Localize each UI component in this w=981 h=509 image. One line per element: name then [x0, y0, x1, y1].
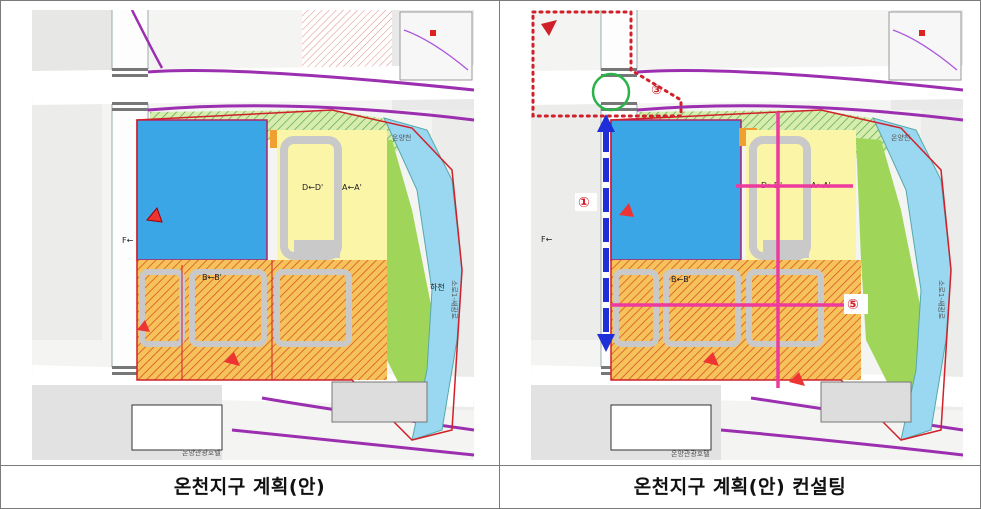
label-f-section-right: F←	[541, 235, 553, 244]
consult-area-3-outline	[531, 10, 683, 118]
label-road-side: 소로1-새광로	[450, 280, 459, 320]
stream-label: 하천	[430, 282, 445, 292]
label-park-top: 온양천	[392, 133, 411, 142]
consult-intersection-circle	[591, 72, 631, 112]
caption-divider	[0, 465, 981, 466]
marker-1: ①	[578, 195, 590, 211]
arrow-down-icon	[597, 334, 615, 352]
column-divider	[499, 0, 500, 509]
label-road-side-right: 소로1-새광로	[937, 280, 946, 320]
label-d-section: D←D'	[302, 183, 323, 192]
label-hotel-right: 온양관광호텔	[671, 449, 710, 458]
label-park-top-right: 온양천	[891, 133, 910, 142]
marker-5: ⑤	[847, 297, 859, 313]
arrow-up-icon	[597, 114, 615, 132]
consult-arrow-icon	[541, 20, 557, 36]
caption-consulting-plan: 온천지구 계획(안) 컨설팅	[633, 476, 847, 498]
marker-3: ③	[651, 83, 662, 98]
label-f-section: F←	[122, 236, 134, 245]
plan-map-consulting: 하천 D←D' A←A' B←B' F← 온양천 소로1-새광로 온양관광호텔 …	[531, 10, 963, 460]
label-b-section-right: B←B'	[671, 275, 691, 284]
plan-map-original: 하천 D←D' A←A' B←B' F← 온양천 소로1-새광로 온양관광호텔	[32, 10, 474, 460]
label-a-section: A←A'	[342, 183, 362, 192]
label-hotel: 온양관광호텔	[182, 448, 221, 457]
caption-original-plan: 온천지구 계획(안)	[173, 476, 326, 498]
label-b-section: B←B'	[202, 273, 222, 282]
